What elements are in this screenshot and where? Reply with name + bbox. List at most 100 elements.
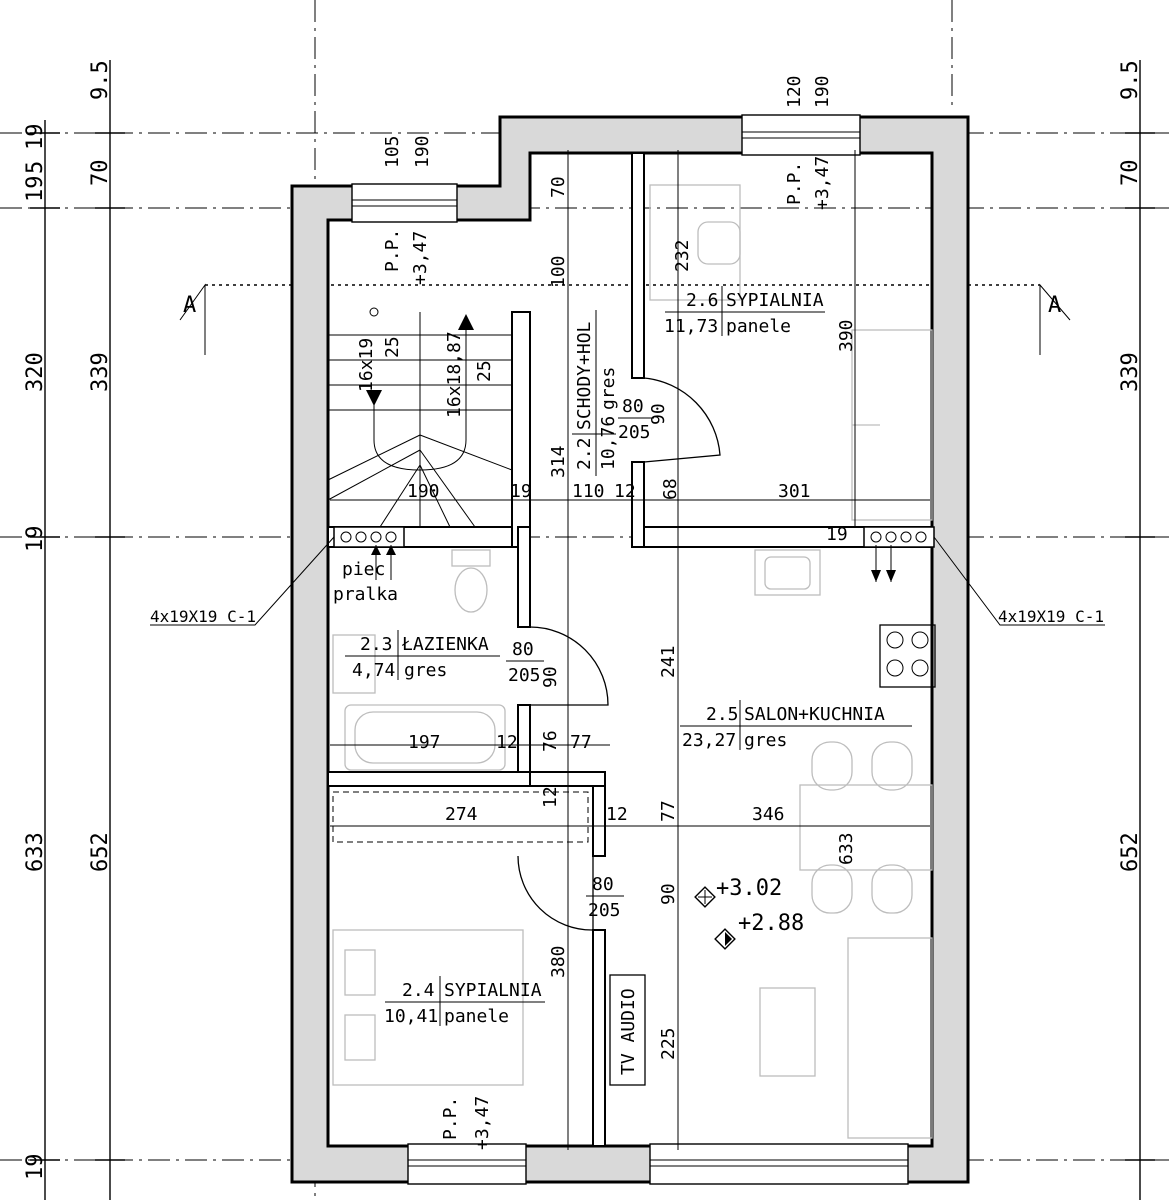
dim-90c: 90 [540,666,561,688]
flue-label-left: 4x19X19 C-1 [150,607,256,626]
dim-right-a: 9.5 [1118,60,1143,100]
right-dimensions: 9.5 70 339 652 [1118,60,1155,1200]
dim-301: 301 [778,481,811,502]
dim-left-f: 320 [23,352,48,392]
dim-19: 19 [510,481,532,502]
door-1-width: 80 [622,396,644,417]
dim-274: 274 [445,804,478,825]
dim-190: 190 [407,481,440,502]
flue-label-right: 4x19X19 C-1 [998,607,1104,626]
level-floor: +2.88 [738,911,804,936]
dim-225: 225 [658,1027,679,1060]
dim-77: 77 [570,732,592,753]
room-2-3-name: ŁAZIENKA [401,634,489,655]
window-1-pp: P.P. [382,229,403,272]
room-2-3-number: 2.3 [360,634,393,655]
room-2-3-finish: gres [404,660,447,681]
window-2-pp: P.P. [784,162,805,205]
dim-left-g: 339 [88,352,113,392]
window-1-height: 190 [412,135,433,168]
level-marks: +3.02 +2.88 [694,876,804,950]
dim-left-c: 19 [23,176,48,203]
section-mark-left: A [183,293,196,318]
dim-12c: 12 [540,786,561,808]
dim-right-e: 652 [1118,832,1143,872]
dim-76: 76 [540,730,561,752]
dim-left-i: 633 [23,832,48,872]
dim-12d: 12 [606,804,628,825]
stairs-run-left: 16x19 [356,338,377,392]
dim-90: 90 [658,883,679,905]
dim-241: 241 [658,645,679,678]
room-2-6-area: 11,73 [664,316,718,337]
tv-label: TV AUDIO [618,988,639,1075]
dim-left-e: 70 [88,160,113,187]
dim-12: 12 [614,481,636,502]
level-top: +3.02 [716,876,782,901]
door-3-width: 80 [592,874,614,895]
door-1-height: 205 [618,422,651,443]
dim-19b: 19 [826,524,848,545]
dim-314: 314 [548,445,569,478]
room-2-5-finish: gres [744,730,787,751]
dim-68: 68 [660,478,681,500]
room-2-4-finish: panele [444,1006,509,1027]
dim-197: 197 [408,732,441,753]
room-2-4-area: 10,41 [384,1006,438,1027]
furniture [332,184,936,1139]
dim-232: 232 [672,239,693,272]
room-labels: 2.2 SCHODY+HOL 10,76 gres 2.3 ŁAZIENKA 4… [333,286,912,1075]
dim-110: 110 [572,481,605,502]
room-2-6-name: SYPIALNIA [726,290,824,311]
window-labels: 105 190 P.P. +3,47 120 190 P.P. +3,47 P.… [382,75,833,1150]
washer-label: pralka [333,584,398,605]
inner-dimensions: 70 100 232 390 314 190 19 110 12 68 301 … [330,150,930,1150]
dim-left-d: 9.5 [88,60,113,100]
staircase: 16x19 25 16x18,87 25 [327,307,513,528]
section-mark-right: A [1048,293,1061,318]
dim-left-b: 5 [23,161,48,174]
stairs-run-left-b: 25 [382,336,403,358]
dim-380: 380 [548,945,569,978]
stairs-run-right-b: 25 [474,360,495,382]
room-2-4-name: SYPIALNIA [444,980,542,1001]
window-1-width: 105 [382,135,403,168]
window-2-height: 190 [812,75,833,108]
room-2-2-finish: gres [598,367,619,410]
door-2-height: 205 [508,665,541,686]
room-2-5-name: SALON+KUCHNIA [744,704,885,725]
room-2-2-number: 2.2 [574,437,595,470]
flue-blocks: 4x19X19 C-1 4x19X19 C-1 [150,526,1105,626]
exterior-walls [290,114,970,1185]
door-2-width: 80 [512,639,534,660]
window-2-sill: +3,47 [812,156,833,210]
dim-77b: 77 [658,800,679,822]
dim-100: 100 [548,255,569,288]
room-2-4-number: 2.4 [402,980,435,1001]
dim-633: 633 [836,832,857,865]
interior-walls [327,152,933,1147]
dim-70: 70 [548,176,569,198]
dim-left-k: 19 [23,1154,48,1181]
room-2-6-number: 2.6 [686,290,719,311]
dim-90b: 90 [648,403,669,425]
room-2-5-area: 23,27 [682,730,736,751]
stove-label: piec [342,559,385,580]
dim-right-b: 70 [1118,160,1143,187]
room-2-2-name: SCHODY+HOL [574,321,595,430]
dim-left-a: 19 [23,124,48,151]
door-labels: 80 205 80 205 80 205 [506,396,654,921]
window-3-pp: P.P. [440,1097,461,1140]
window-3-sill: +3,47 [472,1096,493,1150]
room-2-3-area: 4,74 [352,660,395,681]
dim-right-c: 339 [1118,352,1143,392]
dim-12b: 12 [496,732,518,753]
dim-left-j: 652 [88,832,113,872]
doors [517,377,721,931]
window-1-sill: +3,47 [410,231,431,285]
dim-left-h: 19 [23,526,48,553]
room-2-6-finish: panele [726,316,791,337]
dim-390: 390 [836,319,857,352]
dim-346: 346 [752,804,785,825]
